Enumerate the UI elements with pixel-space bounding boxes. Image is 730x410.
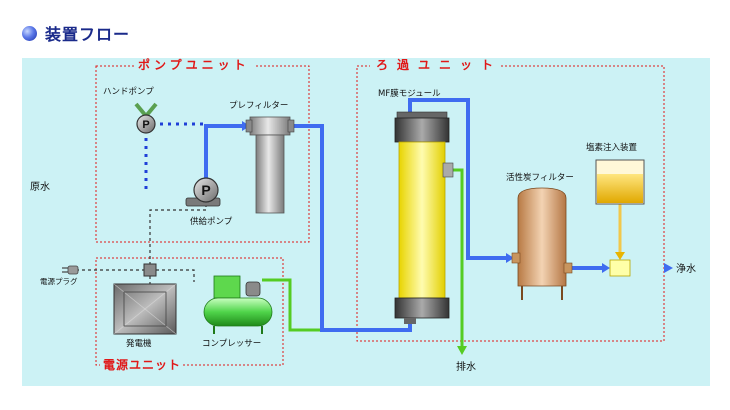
page-header: 装置フロー	[22, 22, 130, 44]
arrow-clean-water	[664, 263, 673, 273]
power-plug-label: 電源プラグ	[40, 276, 78, 286]
power-line-pump	[149, 204, 207, 266]
filtration-unit-border	[356, 65, 665, 342]
drain-pipe	[452, 168, 464, 350]
power-line-compressor	[156, 269, 195, 282]
bullet-icon	[22, 25, 37, 41]
chlorine-injector	[595, 159, 645, 205]
power-unit-border	[95, 257, 284, 366]
power-plug-icon	[62, 265, 79, 275]
air-pipe	[262, 278, 320, 332]
compressor-label: コンプレッサー	[202, 339, 261, 349]
chlorine-mixer	[609, 259, 631, 277]
svg-text:P: P	[201, 182, 210, 198]
chlorine-injector-label: 塩素注入装置	[586, 142, 638, 153]
pump-to-prefilter-pipe	[204, 124, 246, 180]
prefilter-to-mf-pipe	[292, 124, 412, 332]
hand-pump: P	[134, 102, 158, 134]
arrow-chlorine	[615, 252, 625, 260]
junction-box	[143, 263, 157, 277]
hand-pump-label: ハンドポンプ	[103, 87, 154, 97]
filtration-unit-label: ろ過ユニット	[376, 57, 502, 72]
mf-membrane-module	[394, 111, 454, 324]
clean-water-label: 浄水	[676, 262, 696, 275]
prefilter	[245, 116, 295, 214]
activated-carbon-filter	[511, 187, 573, 300]
power-unit-label: 電源ユニット	[103, 357, 181, 372]
page-title: 装置フロー	[45, 25, 131, 44]
arrow-drain	[457, 346, 467, 355]
pump-unit-border	[95, 65, 310, 243]
arrow-into-mixer	[602, 263, 610, 273]
generator	[113, 283, 177, 335]
carbon-filter-label: 活性炭フィルター	[506, 172, 574, 183]
supply-pump: P	[185, 177, 221, 207]
hand-pump-body-icon	[136, 114, 156, 134]
drain-label: 排水	[456, 360, 476, 373]
compressor	[203, 275, 273, 334]
prefilter-label: プレフィルター	[229, 101, 288, 111]
mf-module-label: MF膜モジュール	[378, 88, 441, 99]
generator-label: 発電機	[126, 338, 152, 349]
diagram-background	[22, 58, 710, 386]
arrow-into-carbon	[506, 253, 514, 263]
mf-to-carbon-pipe	[408, 98, 510, 260]
pump-unit-label: ポンプユニット	[138, 57, 250, 72]
svg-text:P: P	[142, 119, 149, 131]
supply-pump-icon	[193, 177, 219, 203]
supply-pump-label: 供給ポンプ	[190, 216, 233, 227]
raw-water-label: 原水	[30, 181, 50, 193]
